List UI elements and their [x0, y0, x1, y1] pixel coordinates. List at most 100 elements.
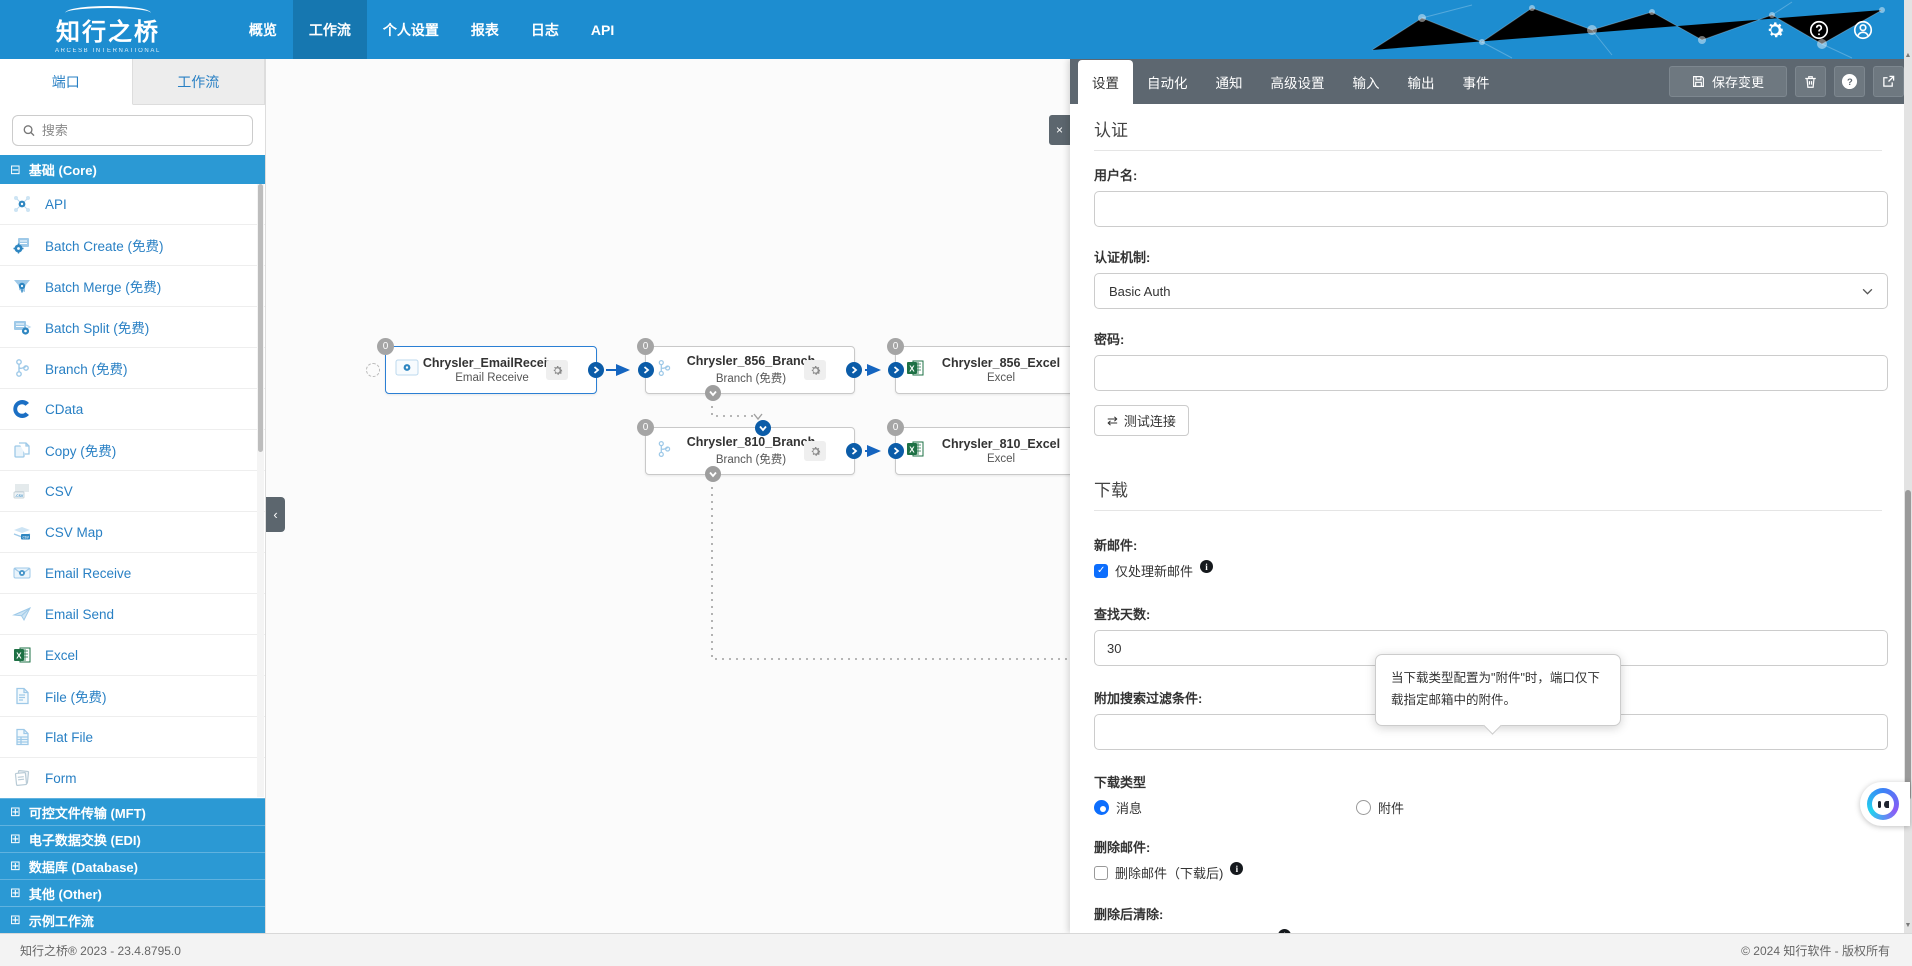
app-logo[interactable]: 知行之桥 ARCESB INTERNATIONAL: [55, 6, 161, 54]
drop-connector: [366, 363, 380, 377]
branch-else-port[interactable]: [705, 385, 721, 401]
user-account-icon[interactable]: [1852, 19, 1874, 41]
node-chrysler-856-excel[interactable]: 0 X Chrysler_856_Excel Excel: [895, 346, 1070, 394]
port-item-batch-create[interactable]: Batch Create (免费): [0, 225, 265, 266]
main-menu: 概览 工作流 个人设置 报表 日志 API: [233, 0, 630, 59]
swap-arrows-icon: ⇄: [1107, 413, 1118, 429]
open-external-button[interactable]: [1873, 66, 1904, 97]
svg-text:X: X: [909, 445, 915, 454]
username-field[interactable]: [1094, 191, 1888, 227]
logo-subtitle: ARCESB INTERNATIONAL: [55, 48, 161, 54]
only-new-mail-checkbox[interactable]: [1094, 564, 1108, 578]
output-port[interactable]: [846, 362, 862, 378]
node-settings-icon[interactable]: [804, 360, 826, 380]
port-item-email-send[interactable]: Email Send: [0, 594, 265, 635]
scroll-down-arrow[interactable]: ▼: [1904, 922, 1912, 929]
panel-close-handle[interactable]: ×: [1049, 115, 1070, 145]
port-item-label: File (免费): [45, 686, 107, 706]
input-port[interactable]: [888, 443, 904, 459]
sidebar-tab-workflows[interactable]: 工作流: [133, 59, 266, 105]
category-mft[interactable]: ⊞可控文件传输 (MFT): [0, 798, 265, 825]
email-receive-icon: [12, 563, 32, 583]
scroll-up-arrow[interactable]: ▲: [1904, 52, 1912, 59]
nav-item-overview[interactable]: 概览: [233, 0, 293, 59]
output-port[interactable]: [846, 443, 862, 459]
nav-item-profile-settings[interactable]: 个人设置: [367, 0, 455, 59]
bottom-categories: ⊞可控文件传输 (MFT) ⊞电子数据交换 (EDI) ⊞数据库 (Databa…: [0, 798, 265, 933]
panel-tab-notifications[interactable]: 通知: [1202, 60, 1257, 104]
port-item-csv-map[interactable]: csv CSV Map: [0, 512, 265, 553]
port-item-email-receive[interactable]: Email Receive: [0, 553, 265, 594]
help-icon[interactable]: [1808, 19, 1830, 41]
input-port[interactable]: [888, 362, 904, 378]
port-item-batch-split[interactable]: Batch Split (免费): [0, 307, 265, 348]
node-title: Chrysler_810_Excel: [926, 437, 1070, 451]
collapse-icon: ⊟: [10, 162, 21, 178]
port-item-api[interactable]: API: [0, 184, 265, 225]
category-sample-workflows[interactable]: ⊞示例工作流: [0, 906, 265, 933]
panel-tab-output[interactable]: 输出: [1394, 60, 1449, 104]
attachment-radio-label: 附件: [1378, 798, 1404, 817]
panel-help-button[interactable]: ?: [1834, 66, 1865, 97]
delete-after-download-label: 删除邮件（下载后): [1115, 863, 1223, 882]
info-icon[interactable]: i: [1200, 560, 1213, 573]
queue-count-badge: 0: [377, 338, 394, 355]
save-changes-button[interactable]: 保存变更: [1669, 66, 1787, 97]
port-item-csv[interactable]: .csv CSV: [0, 471, 265, 512]
tooltip-text: 当下载类型配置为"附件"时，端口仅下载指定邮箱中的附件。: [1391, 671, 1600, 707]
nav-item-api[interactable]: API: [575, 0, 630, 59]
node-chrysler-emailreceive[interactable]: 0 Chrysler_EmailReceive Email Receive: [385, 346, 597, 394]
port-item-branch[interactable]: Branch (免费): [0, 348, 265, 389]
node-chrysler-856-branch[interactable]: 0 Chrysler_856_Branch Branch (免费): [645, 346, 855, 394]
test-connection-button[interactable]: ⇄ 测试连接: [1094, 405, 1189, 436]
auth-mechanism-value: Basic Auth: [1109, 284, 1170, 299]
panel-tab-automation[interactable]: 自动化: [1133, 60, 1202, 104]
category-database[interactable]: ⊞数据库 (Database): [0, 852, 265, 879]
node-chrysler-810-excel[interactable]: 0 X Chrysler_810_Excel Excel: [895, 427, 1070, 475]
delete-port-button[interactable]: [1795, 66, 1826, 97]
auth-mechanism-select[interactable]: Basic Auth: [1094, 273, 1888, 309]
port-item-excel[interactable]: X Excel: [0, 635, 265, 676]
category-core[interactable]: ⊟ 基础 (Core): [0, 155, 265, 184]
search-input[interactable]: [42, 123, 242, 138]
port-item-file[interactable]: File (免费): [0, 676, 265, 717]
sidebar-collapse-handle[interactable]: ‹: [266, 497, 285, 532]
batch-merge-icon: [12, 276, 32, 296]
test-connection-label: 测试连接: [1124, 411, 1176, 430]
branch-input-port[interactable]: [755, 420, 771, 436]
attachment-radio[interactable]: [1356, 800, 1371, 815]
panel-tab-settings[interactable]: 设置: [1078, 60, 1133, 104]
sidebar-tab-ports[interactable]: 端口: [0, 59, 133, 105]
panel-tab-advanced[interactable]: 高级设置: [1257, 60, 1339, 104]
connector-lines: [266, 59, 1070, 933]
chat-assistant-widget[interactable]: [1860, 782, 1910, 826]
nav-item-reports[interactable]: 报表: [455, 0, 515, 59]
message-radio[interactable]: [1094, 800, 1109, 815]
node-chrysler-810-branch[interactable]: 0 Chrysler_810_Branch Branch (免费): [645, 427, 855, 475]
port-item-batch-merge[interactable]: Batch Merge (免费): [0, 266, 265, 307]
settings-gear-icon[interactable]: [1764, 19, 1786, 41]
delete-after-download-checkbox[interactable]: [1094, 866, 1108, 880]
port-item-form[interactable]: Form: [0, 758, 265, 797]
output-port[interactable]: [588, 362, 604, 378]
workflow-canvas[interactable]: 0 Chrysler_EmailReceive Email Receive 0 …: [266, 59, 1070, 933]
scrollbar-thumb[interactable]: [1905, 490, 1911, 800]
nav-item-workflows[interactable]: 工作流: [293, 0, 367, 59]
panel-tab-events[interactable]: 事件: [1449, 60, 1504, 104]
node-settings-icon[interactable]: [546, 360, 568, 380]
nav-item-logs[interactable]: 日志: [515, 0, 575, 59]
port-item-flat-file[interactable]: Flat File: [0, 717, 265, 758]
lookback-days-label: 查找天数:: [1094, 604, 1882, 623]
input-port[interactable]: [638, 362, 654, 378]
panel-tab-input[interactable]: 输入: [1339, 60, 1394, 104]
password-field[interactable]: [1094, 355, 1888, 391]
port-item-cdata[interactable]: CData: [0, 389, 265, 430]
category-edi[interactable]: ⊞电子数据交换 (EDI): [0, 825, 265, 852]
sidebar-scrollbar[interactable]: [257, 184, 264, 797]
copyright-text: © 2024 知行软件 - 版权所有: [1741, 942, 1890, 959]
category-other[interactable]: ⊞其他 (Other): [0, 879, 265, 906]
node-settings-icon[interactable]: [804, 441, 826, 461]
port-item-copy[interactable]: Copy (免费): [0, 430, 265, 471]
branch-else-port[interactable]: [705, 466, 721, 482]
info-icon[interactable]: i: [1230, 862, 1243, 875]
